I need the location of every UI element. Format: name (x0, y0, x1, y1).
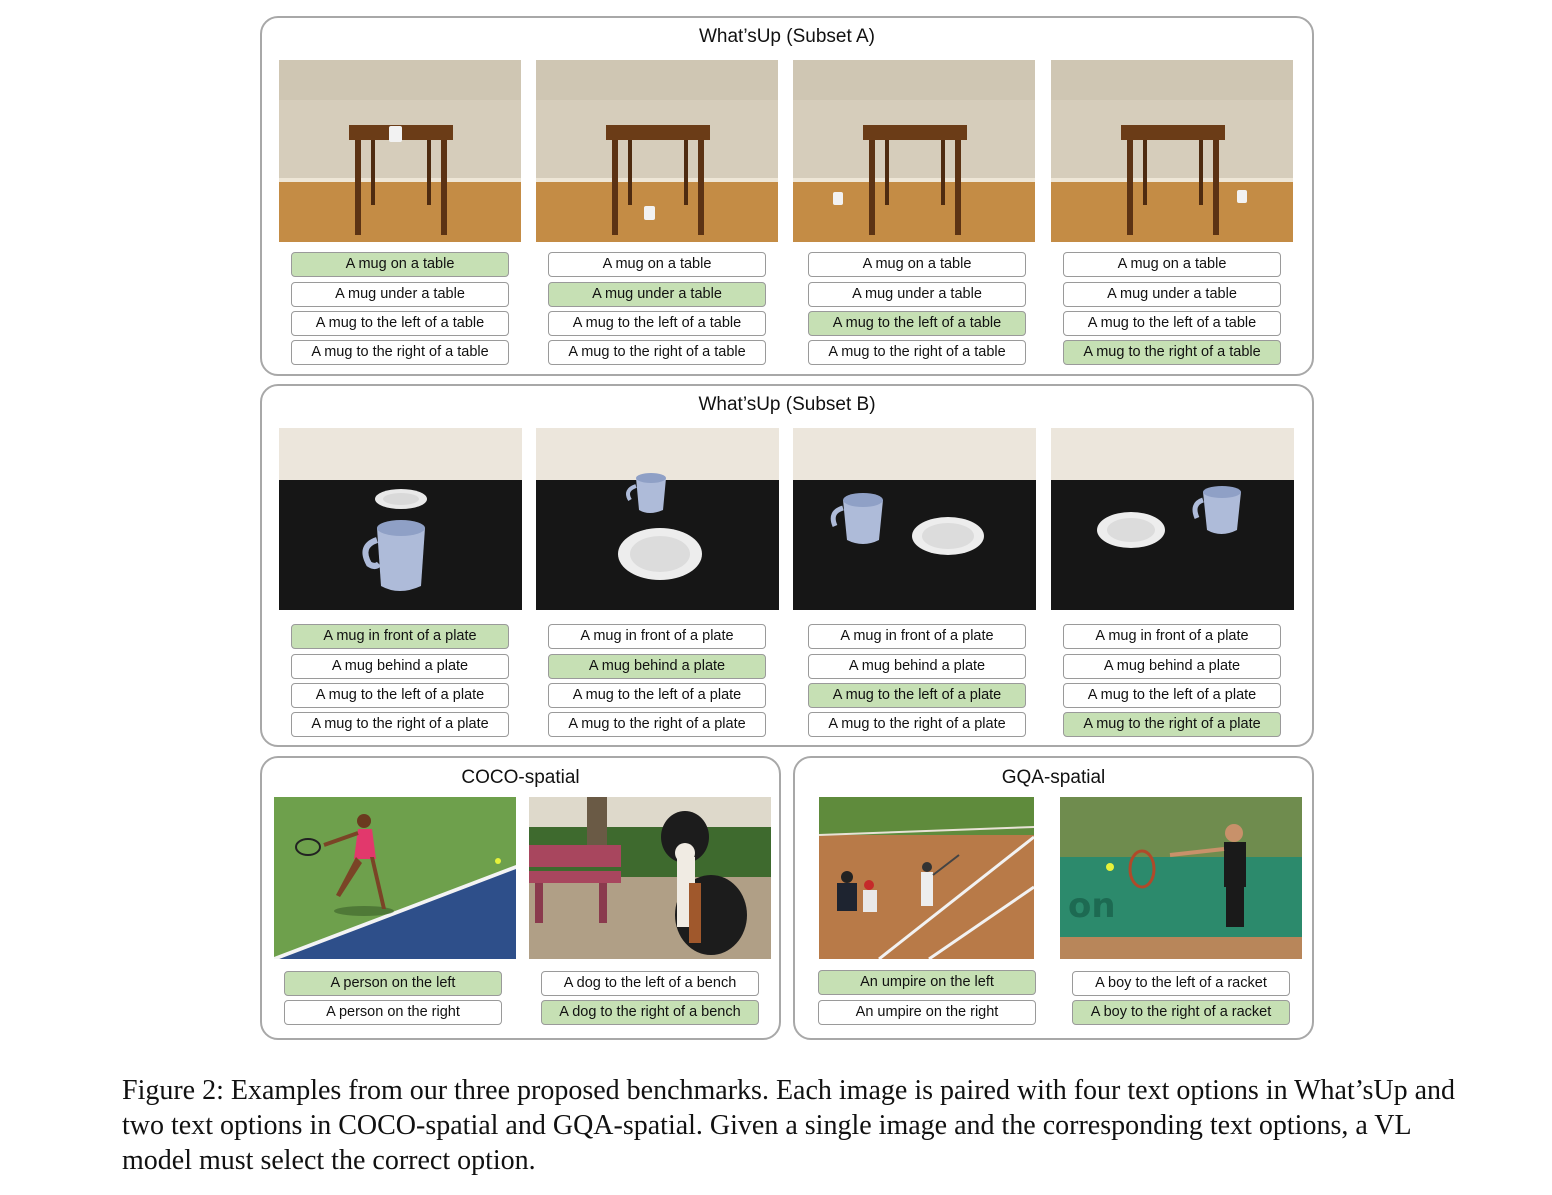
option-box[interactable]: A mug to the right of a plate (548, 712, 766, 737)
photo-baseball-umpire (819, 797, 1034, 959)
photo-tennis-player (274, 797, 516, 959)
subset-b-title: What’sUp (Subset B) (698, 394, 876, 415)
option-box[interactable]: A mug to the left of a table (1063, 311, 1281, 336)
option-box[interactable]: A mug behind a plate (548, 654, 766, 679)
option-box[interactable]: A mug to the right of a plate (808, 712, 1026, 737)
option-box[interactable]: A mug behind a plate (1063, 654, 1281, 679)
option-box[interactable]: A mug in front of a plate (1063, 624, 1281, 649)
photo-mug-under-table (536, 60, 778, 242)
photo-mug-behind-plate (536, 428, 779, 610)
coco-title: COCO-spatial (461, 767, 580, 788)
option-box[interactable]: A dog to the left of a bench (541, 971, 759, 996)
option-box[interactable]: A mug to the left of a plate (548, 683, 766, 708)
option-box[interactable]: A mug in front of a plate (291, 624, 509, 649)
option-box[interactable]: A mug to the left of a plate (291, 683, 509, 708)
photo-mug-left-of-plate (793, 428, 1036, 610)
option-box[interactable]: A mug to the right of a table (1063, 340, 1281, 365)
option-box[interactable]: A mug under a table (1063, 282, 1281, 307)
option-box[interactable]: A mug to the left of a table (291, 311, 509, 336)
photo-dog-bench (529, 797, 771, 959)
photo-mug-left-of-table (793, 60, 1035, 242)
option-box[interactable]: A mug to the right of a plate (291, 712, 509, 737)
option-box[interactable]: A mug to the right of a table (291, 340, 509, 365)
option-box[interactable]: A mug to the right of a table (548, 340, 766, 365)
option-box[interactable]: A mug on a table (1063, 252, 1281, 277)
option-box[interactable]: A mug to the left of a table (548, 311, 766, 336)
option-box[interactable]: A mug behind a plate (291, 654, 509, 679)
option-box[interactable]: A boy to the left of a racket (1072, 971, 1290, 996)
option-box[interactable]: A person on the right (284, 1000, 502, 1025)
option-box[interactable]: A mug in front of a plate (808, 624, 1026, 649)
option-box[interactable]: A mug under a table (291, 282, 509, 307)
svg-text:on: on (1068, 886, 1116, 926)
option-box[interactable]: A dog to the right of a bench (541, 1000, 759, 1025)
option-box[interactable]: A mug to the left of a plate (1063, 683, 1281, 708)
photo-mug-front-of-plate (279, 428, 522, 610)
option-box[interactable]: A mug to the right of a table (808, 340, 1026, 365)
photo-mug-right-of-table (1051, 60, 1293, 242)
option-box[interactable]: A mug to the left of a plate (808, 683, 1026, 708)
photo-mug-on-table (279, 60, 521, 242)
option-box[interactable]: A mug on a table (548, 252, 766, 277)
gqa-title: GQA-spatial (1001, 767, 1106, 788)
option-box[interactable]: A boy to the right of a racket (1072, 1000, 1290, 1025)
subset-a-title: What’sUp (Subset A) (698, 26, 875, 47)
photo-mug-right-of-plate (1051, 428, 1294, 610)
option-box[interactable]: A mug to the right of a plate (1063, 712, 1281, 737)
figure-caption: Figure 2: Examples from our three propos… (122, 1075, 1456, 1176)
option-box[interactable]: A mug in front of a plate (548, 624, 766, 649)
option-box[interactable]: A mug to the left of a table (808, 311, 1026, 336)
option-box[interactable]: A mug under a table (548, 282, 766, 307)
option-box[interactable]: A mug under a table (808, 282, 1026, 307)
option-box[interactable]: A mug on a table (808, 252, 1026, 277)
photo-boy-racket: on (1060, 797, 1302, 959)
option-box[interactable]: An umpire on the right (818, 1000, 1036, 1025)
option-box[interactable]: An umpire on the left (818, 970, 1036, 995)
option-box[interactable]: A person on the left (284, 971, 502, 996)
option-box[interactable]: A mug on a table (291, 252, 509, 277)
option-box[interactable]: A mug behind a plate (808, 654, 1026, 679)
